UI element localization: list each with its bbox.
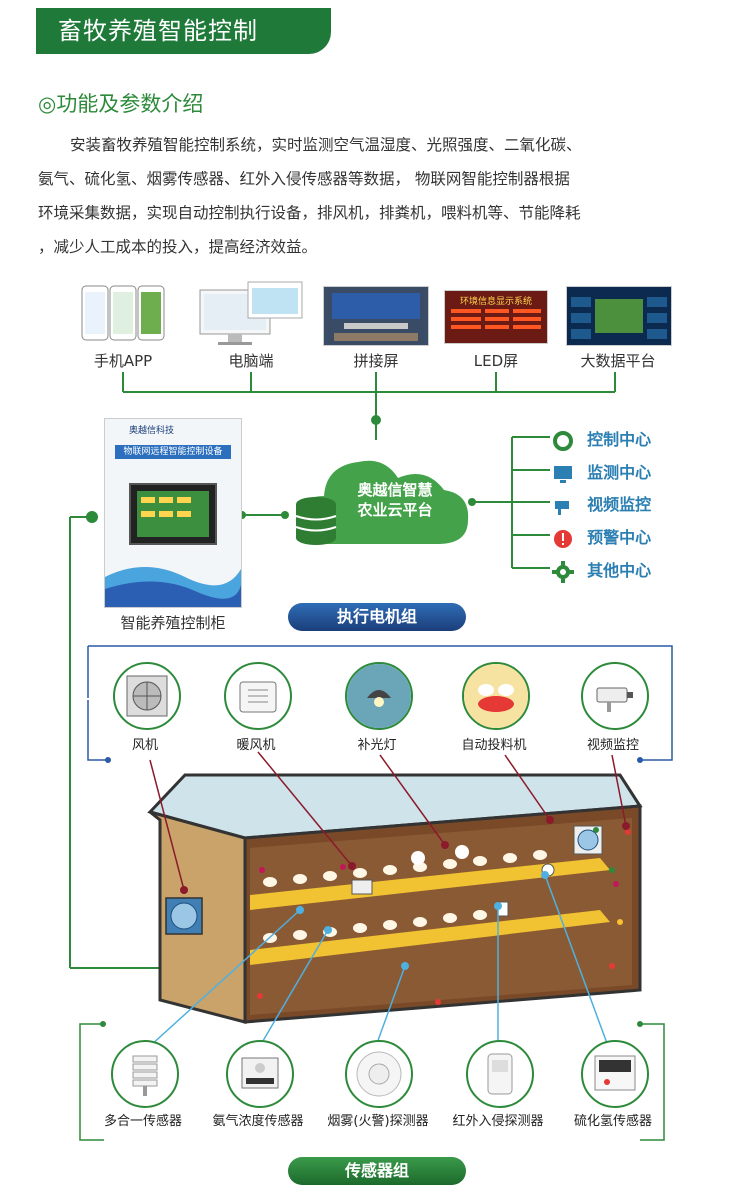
- section-title: ◎功能及参数介绍: [38, 88, 203, 118]
- center-other: 其他中心: [552, 557, 651, 583]
- grow-light-icon: [345, 662, 413, 730]
- cctv-camera-icon: [581, 662, 649, 730]
- center-label: 其他中心: [587, 561, 652, 580]
- h2s-sensor-icon: [581, 1040, 649, 1108]
- ammonia-sensor-icon: [226, 1040, 294, 1108]
- terminal-label-led: LED屏: [473, 352, 519, 370]
- cloud-platform-label: 奥越信智慧 农业云平台: [330, 480, 460, 520]
- feeder-icon: [462, 662, 530, 730]
- center-label: 预警中心: [587, 528, 652, 547]
- actuator-group-title: 执行电机组: [288, 603, 466, 631]
- multi-sensor-icon: [111, 1040, 179, 1108]
- intro-line: 安装畜牧养殖智能控制系统，实时监测空气温湿度、光照强度、二氧化碳、: [70, 136, 582, 154]
- camera-icon: [555, 500, 569, 515]
- terminal-label-big-data: 大数据平台: [580, 352, 656, 370]
- cloud-platform-icon: [295, 460, 469, 545]
- exhaust-fan-icon: [113, 662, 181, 730]
- center-warning: 预警中心: [552, 524, 651, 550]
- computer-icon: [196, 280, 306, 346]
- section-ring-icon: ◎: [38, 92, 57, 116]
- center-video: 视频监控: [552, 491, 651, 517]
- actuator-label: 风机: [131, 738, 158, 753]
- actuator-label: 视频监控: [586, 738, 639, 753]
- sensor-label: 硫化氢传感器: [573, 1114, 652, 1129]
- center-label: 视频监控: [587, 495, 652, 514]
- control-cabinet: 奥越信科技 物联网远程智能控制设备: [104, 418, 242, 608]
- monitor-icon: [554, 465, 572, 483]
- intro-line: ，减少人工成本的投入，提高经济效益。: [38, 238, 318, 256]
- cabinet-screen: [129, 483, 217, 545]
- led-screen-icon: 环境信息显示系统: [444, 290, 548, 344]
- phone-app-icon: [78, 284, 168, 344]
- barn-illustration: [147, 773, 643, 1024]
- center-label: 控制中心: [587, 430, 652, 449]
- sensor-label: 多合一传感器: [103, 1114, 182, 1129]
- actuator-label: 补光灯: [357, 738, 397, 753]
- infrared-detector-icon: [466, 1040, 534, 1108]
- big-data-icon: [566, 286, 672, 346]
- sensor-label: 氨气浓度传感器: [212, 1114, 304, 1129]
- terminal-label-phone-app: 手机APP: [93, 352, 153, 370]
- cloud-line: 奥越信智慧: [357, 481, 433, 499]
- actuator-label: 自动投料机: [461, 738, 527, 753]
- intro-paragraph: 安装畜牧养殖智能控制系统，实时监测空气温湿度、光照强度、二氧化碳、 氨气、硫化氢…: [38, 128, 703, 264]
- heater-icon: [224, 662, 292, 730]
- intro-line: 氨气、硫化氢、烟雾传感器、红外入侵传感器等数据， 物联网智能控制器根据: [38, 170, 570, 188]
- cabinet-caption: 物联网远程智能控制设备: [115, 445, 231, 459]
- sensor-label: 烟雾(火警)探测器: [327, 1114, 429, 1129]
- warning-icon: [554, 529, 572, 548]
- terminal-label-computer: 电脑端: [228, 352, 274, 370]
- video-wall-icon: [323, 286, 429, 346]
- cloud-line: 农业云平台: [357, 501, 433, 519]
- cabinet-label: 智能养殖控制柜: [120, 614, 226, 632]
- smoke-detector-icon: [345, 1040, 413, 1108]
- intro-line: 环境采集数据，实现自动控制执行设备，排风机，排粪机，喂料机等、节能降耗: [38, 204, 581, 222]
- center-control: 控制中心: [552, 426, 651, 452]
- terminal-label-video-wall: 拼接屏: [353, 352, 399, 370]
- center-monitor: 监测中心: [552, 459, 651, 485]
- page-banner: 畜牧养殖智能控制: [36, 8, 331, 54]
- center-label: 监测中心: [587, 463, 652, 482]
- actuator-label: 暖风机: [236, 738, 276, 753]
- sensor-group-title: 传感器组: [288, 1157, 466, 1185]
- cabinet-brand: 奥越信科技: [129, 426, 175, 436]
- section-title-text: 功能及参数介绍: [56, 92, 204, 116]
- control-ring-icon: [553, 430, 573, 451]
- sensor-label: 红外入侵探测器: [452, 1114, 544, 1129]
- gear-icon: [552, 560, 574, 583]
- led-screen-text: 环境信息显示系统: [459, 297, 532, 307]
